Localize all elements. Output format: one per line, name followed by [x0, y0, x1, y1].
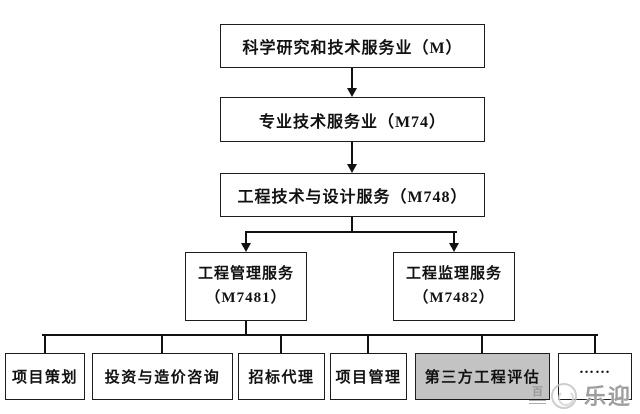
node-label: 招标代理 — [248, 370, 315, 386]
node-label: 项目策划 — [11, 370, 78, 386]
arrow-down-icon — [449, 243, 459, 252]
node-label: …… — [579, 361, 611, 377]
watermark-logo-icon — [551, 383, 577, 409]
connector-drop-l5-1 — [44, 334, 46, 353]
node-professional-technical-services-m74: 专业技术服务业（M74） — [220, 97, 485, 142]
node-label-line2: （M7481） — [205, 289, 287, 306]
watermark-fragment-text: 百 — [532, 386, 543, 398]
node-investment-cost-consulting: 投资与造价咨询 — [92, 353, 233, 400]
node-label: 第三方工程评估 — [424, 370, 541, 386]
watermark-fragment: 百 — [529, 387, 546, 406]
node-scientific-research-services-m: 科学研究和技术服务业（M） — [220, 24, 485, 68]
connector-line-l1-l2 — [351, 68, 353, 88]
node-project-management: 项目管理 — [330, 353, 407, 400]
node-project-planning: 项目策划 — [5, 353, 85, 400]
connector-drop-l5-3 — [280, 334, 282, 353]
watermark-brand-text: 乐迎 — [584, 384, 633, 409]
connector-drop-l5-2 — [161, 334, 163, 353]
connector-rail-l5 — [42, 334, 598, 336]
node-label-line2: （M7482） — [413, 289, 495, 306]
node-others-ellipsis: …… — [558, 353, 632, 400]
node-engineering-management-services-m7481: 工程管理服务 （M7481） — [185, 252, 307, 321]
connector-drop-l4-right — [453, 231, 455, 244]
node-label: 专业技术服务业（M74） — [258, 113, 447, 131]
connector-stub-l4-left — [245, 321, 247, 336]
connector-stub-l3 — [351, 217, 353, 233]
connector-drop-l5-5 — [481, 334, 483, 353]
node-label-line1: 工程管理服务 — [197, 266, 294, 283]
watermark-bars — [529, 400, 546, 406]
node-engineering-supervision-services-m7482: 工程监理服务 （M7482） — [393, 252, 515, 321]
connector-drop-l4-left — [245, 231, 247, 244]
node-label: 科学研究和技术服务业（M） — [242, 40, 463, 57]
node-label: 工程技术与设计服务（M748） — [237, 189, 468, 206]
node-engineering-design-services-m748: 工程技术与设计服务（M748） — [220, 173, 485, 217]
connector-branch-l4 — [245, 231, 457, 233]
node-label-line1: 工程监理服务 — [405, 266, 502, 283]
connector-drop-l5-6 — [594, 334, 596, 353]
arrow-down-icon — [241, 243, 251, 252]
connector-line-l2-l3 — [351, 142, 353, 164]
arrow-down-icon — [347, 164, 357, 173]
arrow-down-icon — [347, 88, 357, 97]
node-third-party-engineering-evaluation: 第三方工程评估 — [415, 353, 550, 400]
connector-drop-l5-4 — [367, 334, 369, 353]
node-label: 投资与造价咨询 — [104, 370, 221, 386]
node-label: 项目管理 — [335, 370, 402, 386]
node-bidding-agency: 招标代理 — [238, 353, 325, 400]
